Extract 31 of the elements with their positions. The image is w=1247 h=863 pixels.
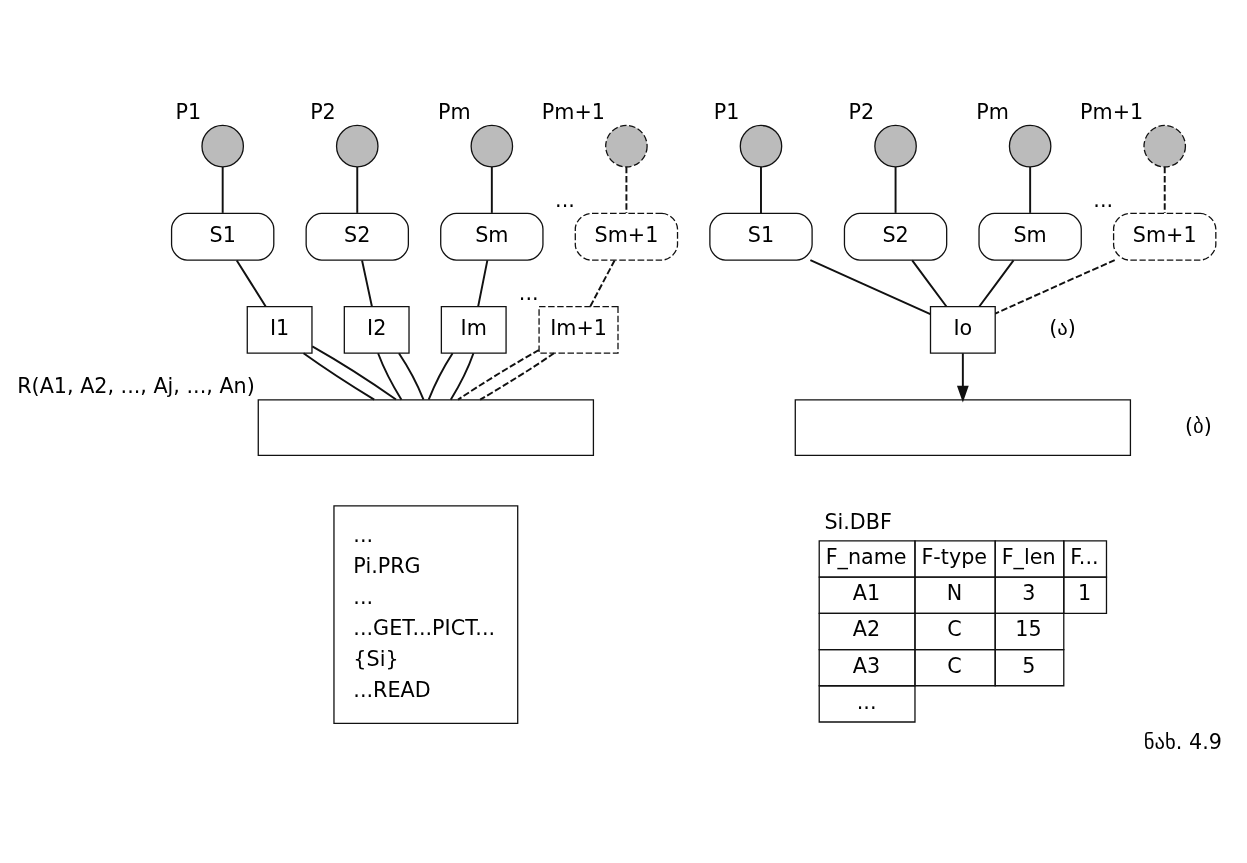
- label: 15: [1015, 617, 1042, 642]
- label: (ა): [1049, 315, 1076, 340]
- label: (ბ): [1184, 413, 1212, 438]
- node-label: Pm+1: [541, 99, 605, 124]
- label: N: [946, 581, 963, 606]
- caption: ნახ. 4.9: [1143, 729, 1222, 754]
- node-label: Pm+1: [1080, 99, 1144, 124]
- label: 3: [1022, 581, 1036, 606]
- label: C: [947, 653, 962, 678]
- node-label: P1: [713, 99, 740, 124]
- label: A2: [852, 617, 881, 642]
- node-label: P2: [848, 99, 875, 124]
- label: ...: [856, 689, 877, 714]
- label: 5: [1022, 653, 1036, 678]
- node-label: ...: [1093, 187, 1114, 212]
- node-label: R(A1, A2, ..., Aj, ..., An): [17, 374, 255, 399]
- label: F...: [1070, 544, 1099, 569]
- node-label: P2: [310, 99, 336, 124]
- label: F_name: [825, 544, 907, 569]
- label: A3: [852, 653, 881, 678]
- label: 1: [1078, 581, 1092, 606]
- label: C: [947, 617, 962, 642]
- node-label: ...: [518, 280, 539, 305]
- label: F_len: [1001, 544, 1056, 569]
- label: Si.DBF: [824, 509, 892, 534]
- node-label: Pm: [976, 99, 1009, 124]
- label: A1: [852, 581, 881, 606]
- node-label: ...: [555, 187, 575, 212]
- node-label: Pm: [437, 99, 471, 124]
- node-label: P1: [175, 99, 202, 124]
- label: F-type: [921, 544, 988, 569]
